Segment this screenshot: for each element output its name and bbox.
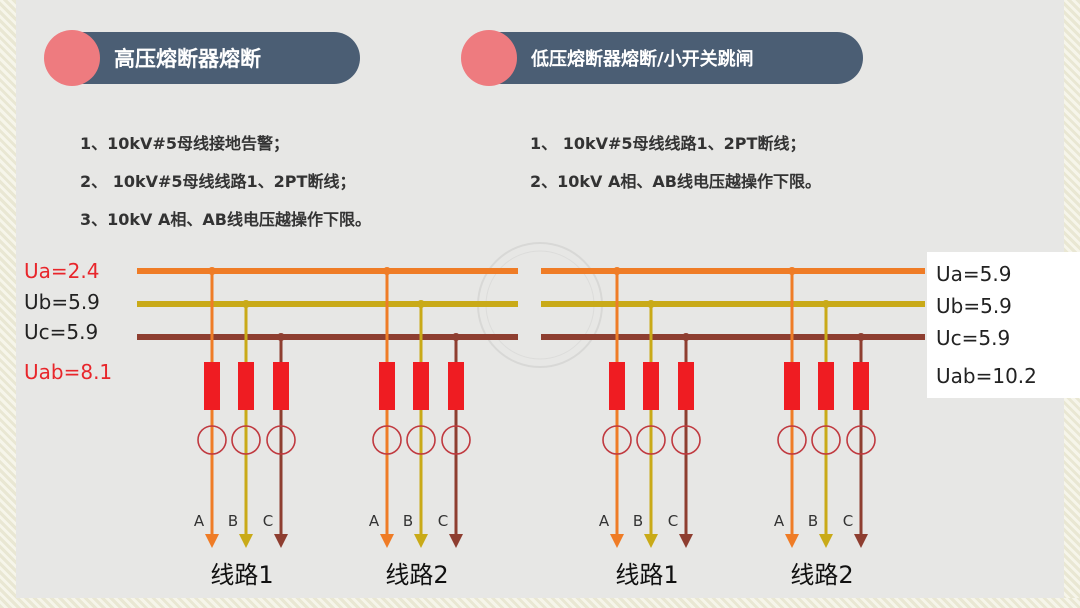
arrow-down-icon: [274, 534, 288, 548]
fuse: [678, 362, 694, 410]
phase-label: B: [403, 512, 413, 530]
phase-label: C: [263, 512, 273, 530]
fuse: [853, 362, 869, 410]
line-label: 线路1: [210, 561, 273, 589]
fuse: [379, 362, 395, 410]
left-bus-bars: [137, 268, 518, 340]
low-voltage-fuse-header: 低压熔断器熔断/小开关跳闸: [461, 30, 863, 86]
header-dot-icon: [461, 30, 517, 86]
ct-ring: [266, 425, 296, 455]
arrow-down-icon: [239, 534, 253, 548]
right-symptom-list: 1、 10kV#5母线线路1、2PT断线； 2、10kV A相、AB线电压越操作…: [530, 134, 821, 210]
feeder-group: A B C 线路1: [599, 267, 701, 589]
list-item: 3、10kV A相、AB线电压越操作下限。: [80, 210, 371, 229]
right-ua-label: Ua=5.9: [936, 262, 1012, 286]
arrow-down-icon: [205, 534, 219, 548]
right-ub-label: Ub=5.9: [936, 294, 1012, 318]
feeder-group: A B C 线路2: [774, 267, 876, 589]
phase-label: B: [633, 512, 643, 530]
right-voltage-box: [927, 252, 1080, 398]
arrow-down-icon: [610, 534, 624, 548]
ct-ring: [441, 425, 471, 455]
fuse: [784, 362, 800, 410]
arrow-down-icon: [449, 534, 463, 548]
left-symptom-list: 1、10kV#5母线接地告警； 2、 10kV#5母线线路1、2PT断线； 3、…: [80, 134, 371, 248]
left-ua-label: Ua=2.4: [24, 259, 100, 283]
header-dot-icon: [44, 30, 100, 86]
bottom-border: [0, 598, 1080, 608]
arrow-down-icon: [854, 534, 868, 548]
fuse: [609, 362, 625, 410]
fuse: [643, 362, 659, 410]
right-uc-label: Uc=5.9: [936, 326, 1011, 350]
list-item: 2、10kV A相、AB线电压越操作下限。: [530, 172, 821, 191]
feeder-group: A B C 线路2: [369, 267, 471, 589]
arrow-down-icon: [414, 534, 428, 548]
left-uab-label: Uab=8.1: [24, 360, 113, 384]
ct-ring: [231, 425, 261, 455]
phase-label: A: [194, 512, 205, 530]
arrow-down-icon: [380, 534, 394, 548]
list-item: 1、 10kV#5母线线路1、2PT断线；: [530, 134, 806, 153]
arrow-down-icon: [785, 534, 799, 548]
arrow-down-icon: [819, 534, 833, 548]
ct-ring: [372, 425, 402, 455]
header-title: 低压熔断器熔断/小开关跳闸: [531, 49, 754, 70]
fuse: [818, 362, 834, 410]
header-title: 高压熔断器熔断: [114, 47, 261, 71]
arrow-down-icon: [644, 534, 658, 548]
left-uc-label: Uc=5.9: [24, 320, 99, 344]
fuse: [238, 362, 254, 410]
right-uab-label: Uab=10.2: [936, 364, 1037, 388]
phase-label: A: [774, 512, 785, 530]
arrow-down-icon: [679, 534, 693, 548]
ct-ring: [671, 425, 701, 455]
line-label: 线路2: [790, 561, 853, 589]
line-label: 线路2: [385, 561, 448, 589]
left-border: [0, 0, 16, 608]
line-label: 线路1: [615, 561, 678, 589]
phase-label: C: [438, 512, 448, 530]
list-item: 2、 10kV#5母线线路1、2PT断线；: [80, 172, 356, 191]
ct-ring: [811, 425, 841, 455]
high-voltage-fuse-header: 高压熔断器熔断: [44, 30, 360, 86]
fuse: [448, 362, 464, 410]
phase-label: A: [369, 512, 380, 530]
feeder-group: A B C 线路1: [194, 267, 296, 589]
left-ub-label: Ub=5.9: [24, 290, 100, 314]
ct-ring: [406, 425, 436, 455]
phase-label: B: [228, 512, 238, 530]
ct-ring: [777, 425, 807, 455]
phase-label: B: [808, 512, 818, 530]
ct-ring: [197, 425, 227, 455]
phase-label: A: [599, 512, 610, 530]
ct-ring: [846, 425, 876, 455]
fuse: [413, 362, 429, 410]
ct-ring: [636, 425, 666, 455]
feeder-groups: A B C 线路1 A B C 线路2 A B C 线路1 A B C 线路2: [194, 267, 876, 589]
fuse: [273, 362, 289, 410]
list-item: 1、10kV#5母线接地告警；: [80, 134, 289, 153]
ct-ring: [602, 425, 632, 455]
phase-label: C: [668, 512, 678, 530]
phase-label: C: [843, 512, 853, 530]
fuse: [204, 362, 220, 410]
